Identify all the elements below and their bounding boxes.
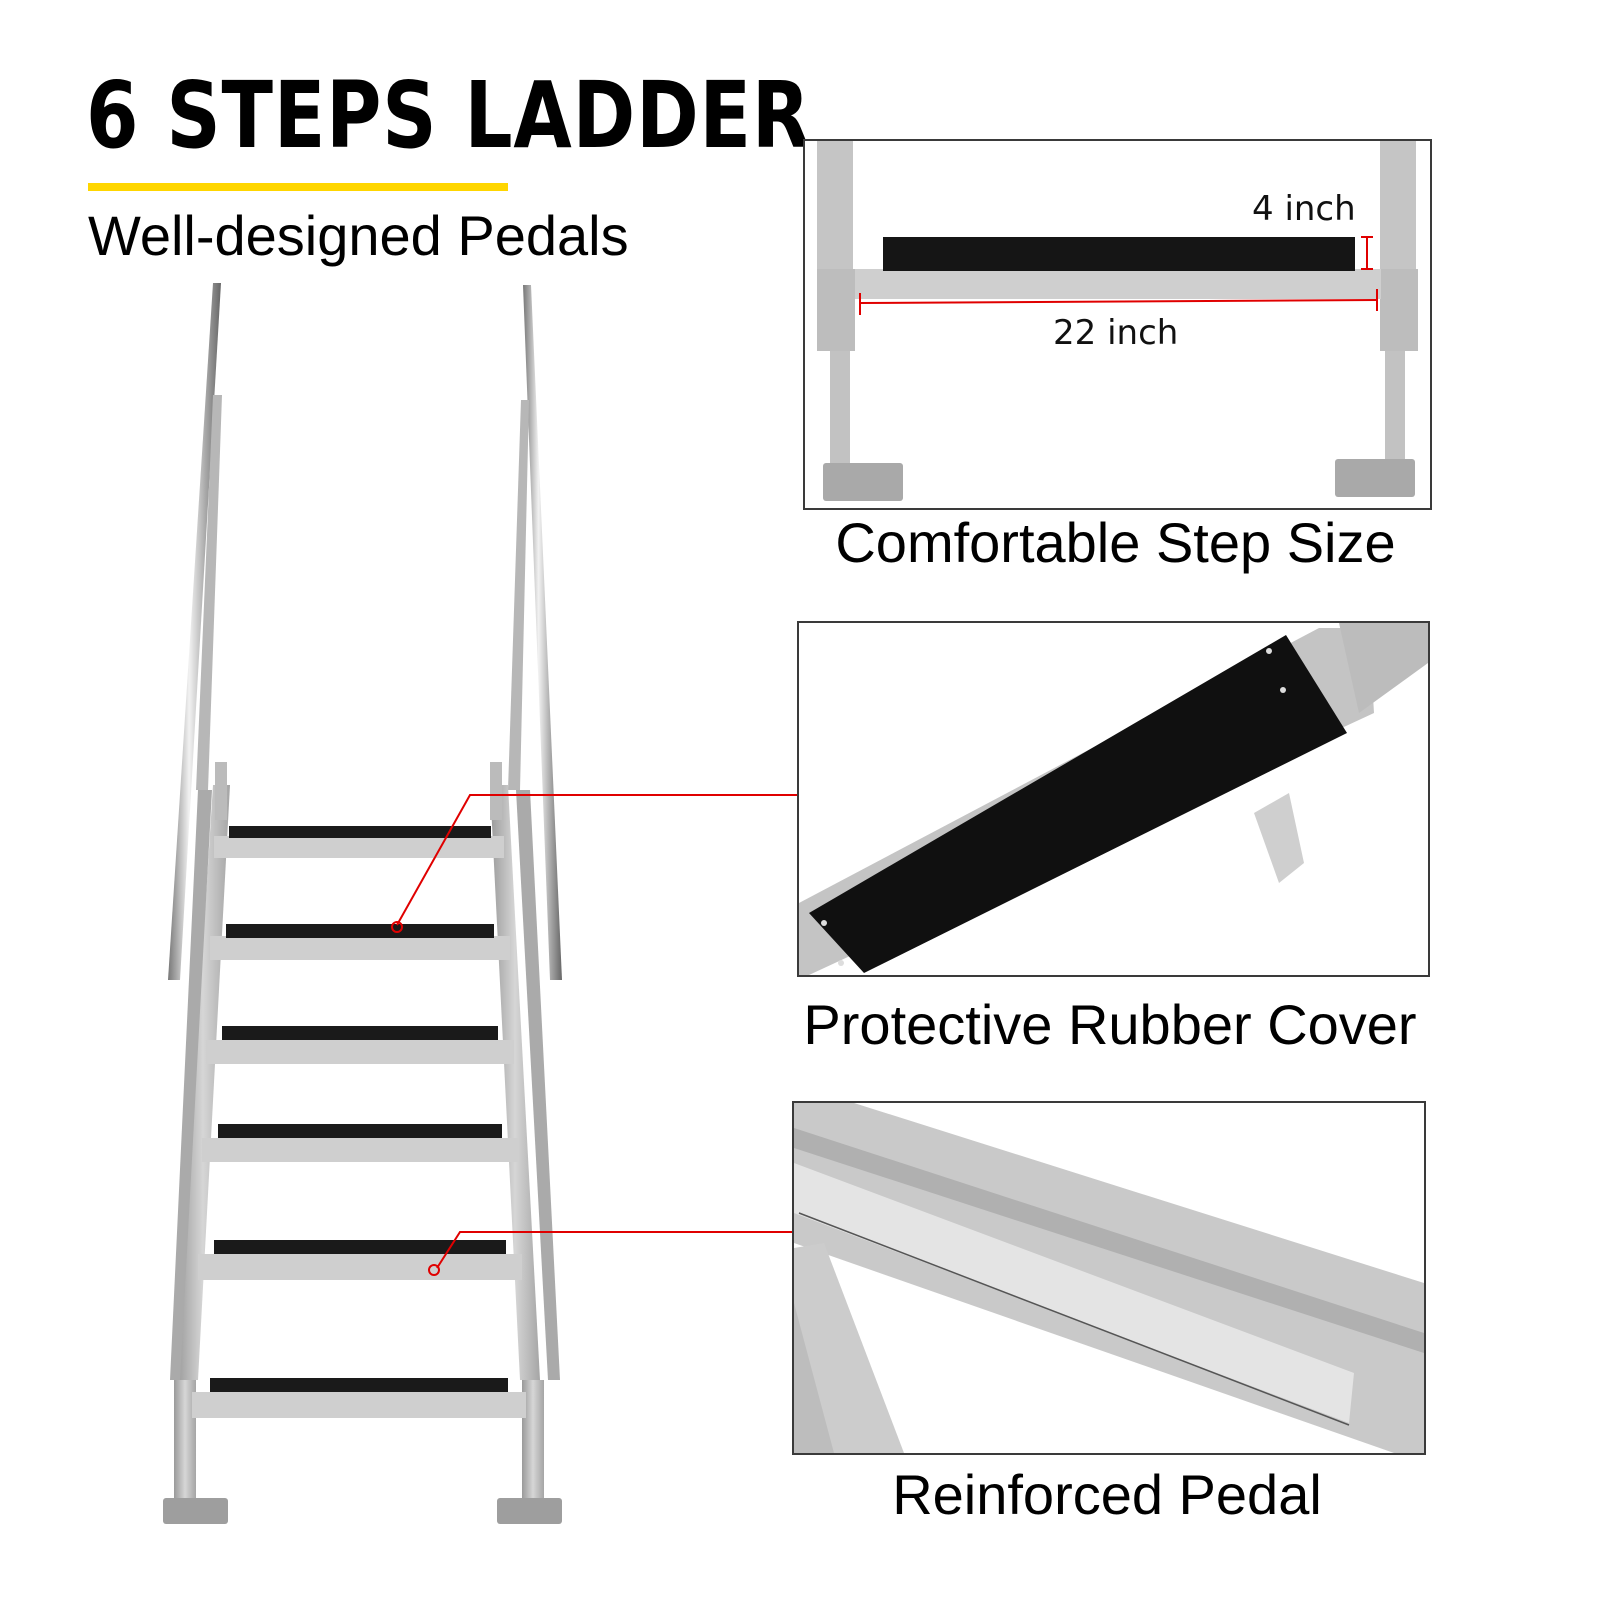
panel-reinforced-pedal [792, 1101, 1426, 1455]
title-underline [88, 183, 508, 191]
caption-step-size: Comfortable Step Size [835, 511, 1396, 574]
callout-rubber-cover [391, 794, 800, 933]
steps [192, 826, 526, 1418]
ladder-illustration [163, 283, 800, 1524]
step-size-photo [817, 141, 1418, 501]
subtitle: Well-designed Pedals [88, 204, 629, 267]
callout-reinforced-pedal [428, 1231, 800, 1276]
handrail-right [523, 285, 562, 980]
depth-dimension-label: 4 inch [1252, 189, 1356, 229]
caption-rubber-cover: Protective Rubber Cover [803, 993, 1417, 1056]
panel-step-size: 4 inch 22 inch [803, 139, 1432, 510]
handrail-left [168, 283, 221, 980]
page-title: 6 STEPS LADDER [86, 62, 811, 169]
rubber-cover-photo [799, 623, 1428, 975]
caption-reinforced-pedal: Reinforced Pedal [892, 1463, 1322, 1526]
width-dimension-label: 22 inch [1053, 313, 1179, 353]
panel-rubber-cover [797, 621, 1430, 977]
reinforced-pedal-photo [794, 1103, 1424, 1453]
